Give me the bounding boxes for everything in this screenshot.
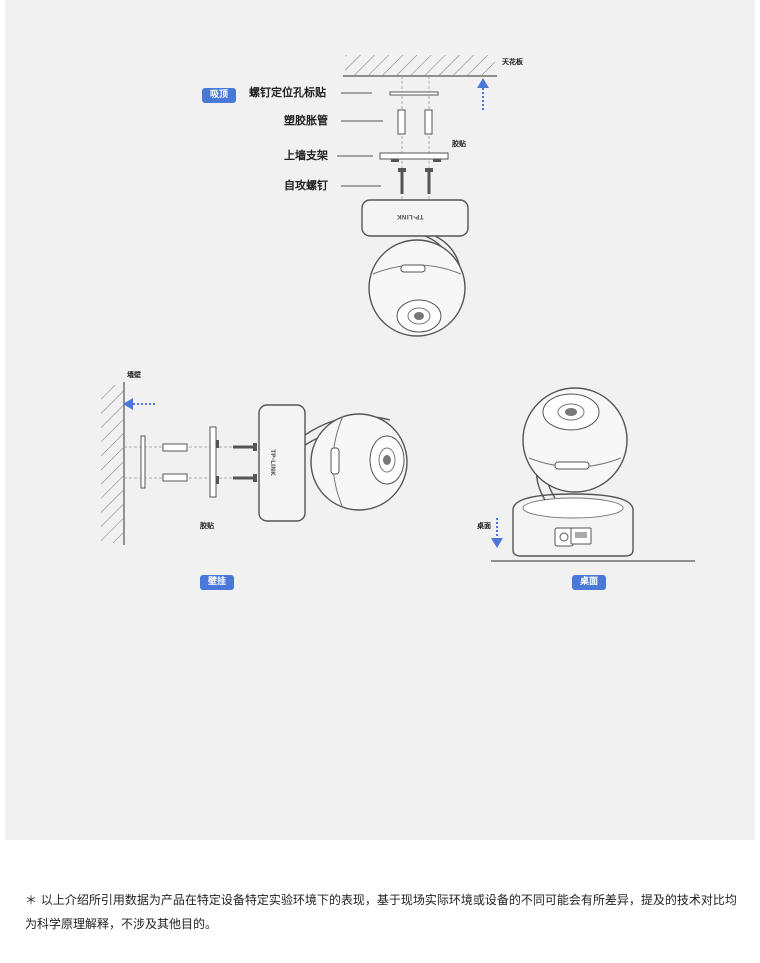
desk-label: 桌面: [477, 522, 491, 530]
ceiling-brand-label: TP-LINK: [397, 213, 424, 220]
ceiling-label: 天花板: [502, 58, 523, 66]
wall-hatch: [101, 385, 123, 543]
part-label-screw: 自攻螺钉: [284, 179, 328, 192]
installation-diagram-panel: 吸顶 天花板 螺钉定位孔标贴 塑胶胀管 上墙支架 自攻螺钉 胶贴 TP-LINK…: [5, 0, 755, 840]
wall-mount-badge: 壁挂: [200, 575, 234, 590]
wall-label: 墙壁: [127, 371, 141, 379]
plastic-anchor-right: [424, 109, 433, 135]
wall-tape-label: 胶贴: [200, 522, 214, 530]
wall-sticker: [140, 435, 146, 489]
down-arrow-icon: [491, 518, 503, 548]
ceiling-tape-label: 胶贴: [452, 140, 466, 148]
part-label-anchor: 塑胶胀管: [284, 114, 328, 127]
self-tapping-screws: [398, 168, 433, 194]
part-label-sticker: 螺钉定位孔标贴: [249, 86, 326, 99]
left-arrow-icon: [123, 398, 155, 410]
screw-position-sticker: [389, 91, 439, 96]
wall-bracket: [209, 426, 217, 498]
mount-bracket: [379, 152, 449, 160]
ceiling-mount-badge: 吸顶: [202, 88, 236, 103]
ceiling-camera-ball: [368, 239, 466, 337]
disclaimer-footnote: ＊ 以上介绍所引用数据为产品在特定设备特定实验环境下的表现，基于现场实际环境或设…: [25, 893, 737, 931]
wall-mount-illustration: [101, 382, 408, 545]
desk-mount-illustration: [491, 387, 695, 562]
ceiling-camera-base: [361, 199, 469, 237]
ceiling-mount-illustration: [337, 55, 497, 337]
wall-brand-label: TP-LINK: [268, 449, 276, 476]
part-label-bracket: 上墙支架: [284, 149, 328, 162]
installation-illustration: [101, 55, 695, 562]
up-arrow-icon: [477, 78, 489, 110]
plastic-anchor-left: [397, 109, 406, 135]
ceiling-hatch: [345, 55, 495, 75]
wall-camera-base: [258, 404, 306, 522]
desk-mount-badge: 桌面: [572, 575, 606, 590]
